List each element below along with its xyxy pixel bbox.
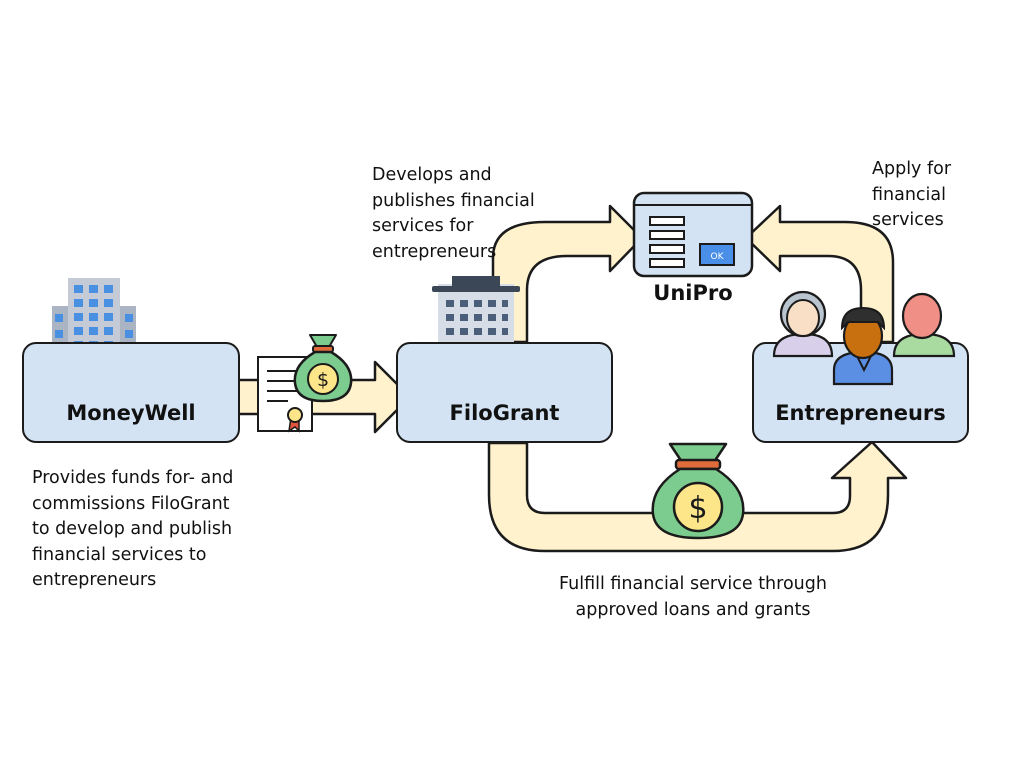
caption-line: entrepreneurs (372, 241, 497, 262)
caption-filogrant-publish: Develops and publishes financial service… (372, 163, 535, 265)
arrow-filogrant-to-unipro (491, 204, 644, 344)
people-group-icon (772, 290, 956, 386)
money-bag-small-icon: $ (293, 334, 353, 403)
unipro-form-window-icon: OK (632, 191, 754, 278)
caption-line: financial (872, 184, 946, 205)
caption-line: to develop and publish (32, 519, 233, 539)
caption-line: financial services to (32, 544, 207, 565)
caption-line: services (872, 210, 944, 230)
caption-line: services for (372, 216, 474, 236)
person-left-icon (772, 290, 834, 358)
ok-button-label: OK (711, 252, 725, 262)
currency-symbol: $ (688, 491, 707, 526)
caption-line: Develops and (372, 165, 492, 185)
filogrant-node (396, 342, 613, 443)
caption-line: Fulfill financial service through (559, 574, 827, 594)
person-middle-icon (832, 306, 894, 386)
moneywell-label: MoneyWell (66, 401, 196, 425)
unipro-label: UniPro (653, 281, 733, 305)
currency-symbol: $ (317, 369, 329, 391)
caption-moneywell: Provides funds for- and commissions Filo… (32, 466, 233, 594)
caption-line: Apply for (872, 159, 952, 179)
caption-line: entrepreneurs (32, 570, 157, 590)
filogrant-label: FiloGrant (449, 401, 560, 425)
caption-line: approved loans and grants (575, 599, 811, 620)
caption-apply: Apply for financial services (872, 157, 951, 234)
caption-line: commissions FiloGrant (32, 493, 230, 514)
caption-fulfill: Fulfill financial service through approv… (540, 572, 846, 623)
arrow-filogrant-to-entrepreneurs (487, 440, 908, 553)
caption-line: Provides funds for- and (32, 468, 234, 488)
caption-line: publishes financial (372, 190, 535, 211)
person-right-icon (892, 292, 956, 358)
moneywell-node (22, 342, 240, 443)
entrepreneurs-label: Entrepreneurs (775, 401, 946, 425)
money-bag-large-icon: $ (651, 442, 745, 540)
